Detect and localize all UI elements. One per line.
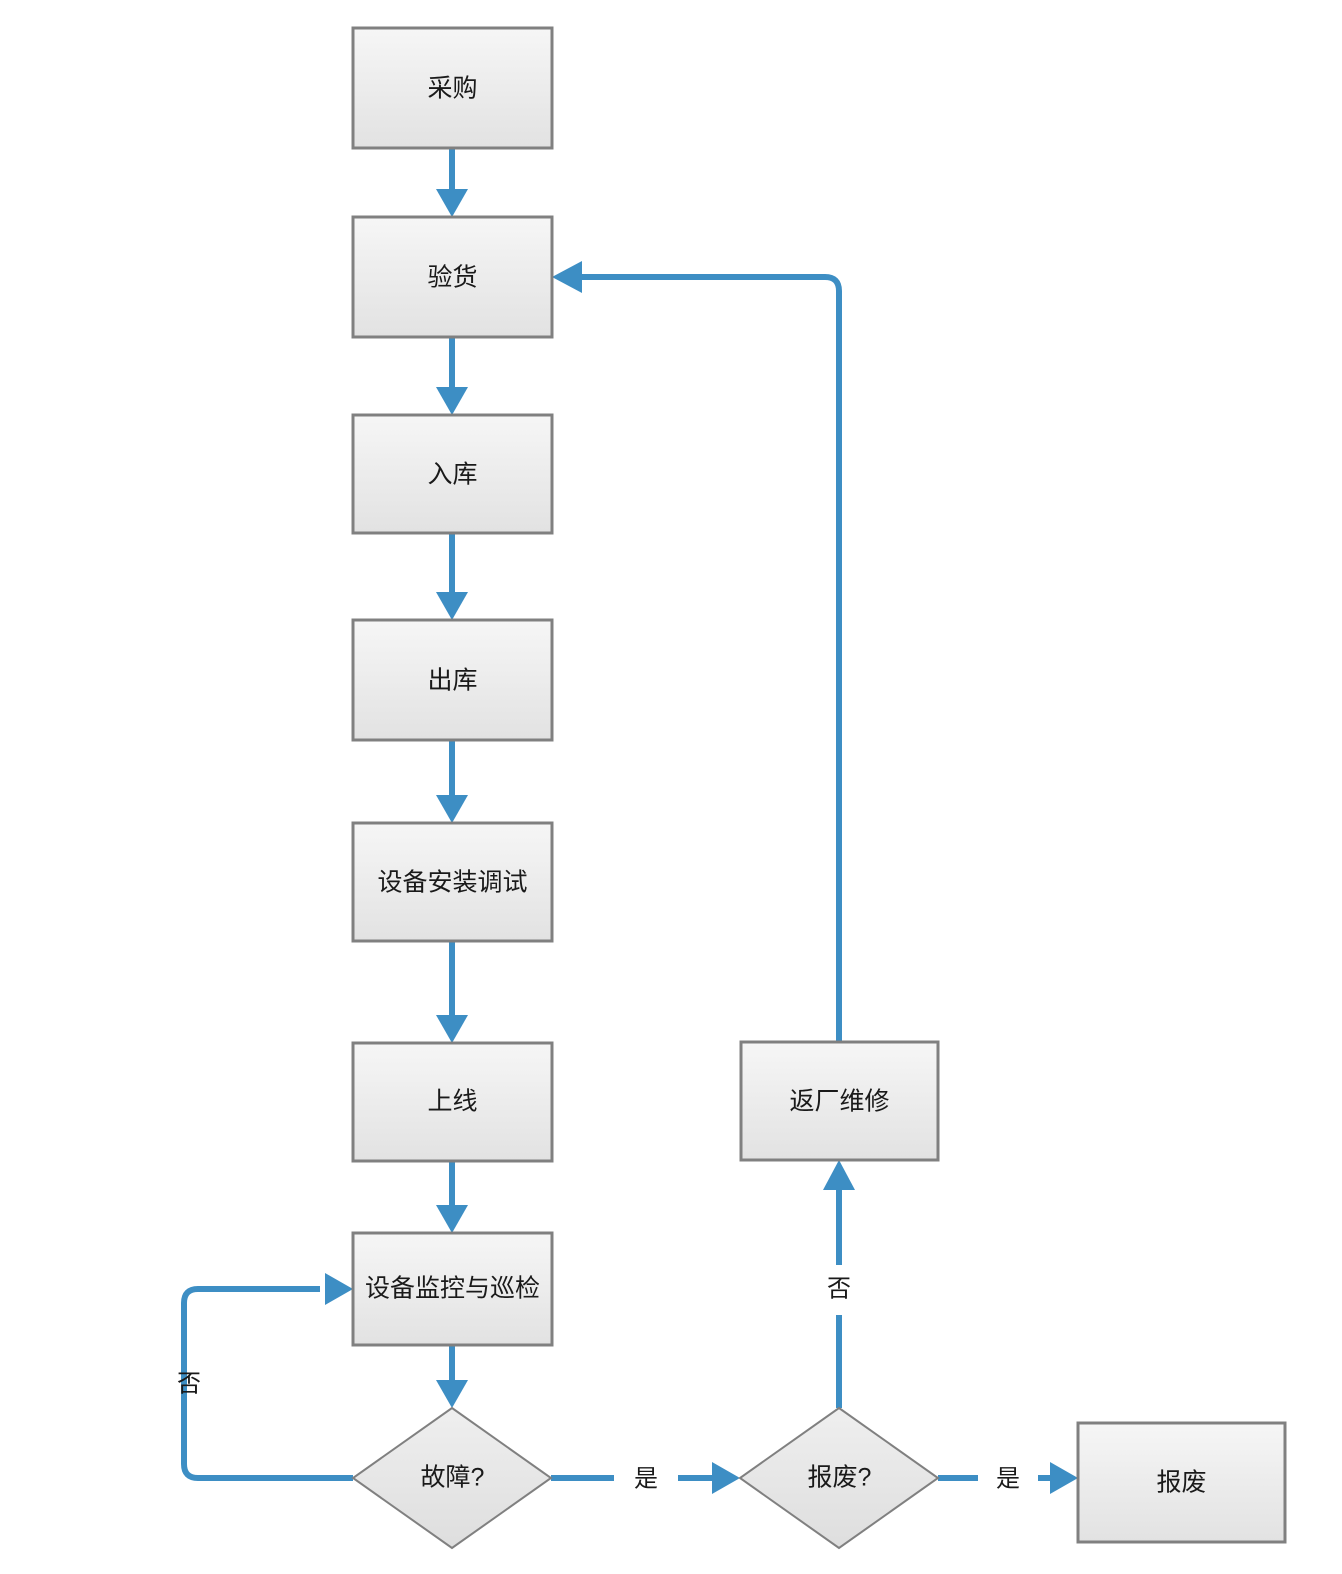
edge-fanchang-to-yanhuo xyxy=(552,261,842,1042)
node-jiankong[interactable]: 设备监控与巡检 xyxy=(351,1231,554,1347)
edge-guzhang-yes-to-baofeiq xyxy=(551,1462,740,1494)
node-anzhuang-label: 设备安装调试 xyxy=(377,869,527,897)
edge-label-baofeiq-no: 否 xyxy=(827,1275,851,1302)
edge-jiankong-to-guzhang xyxy=(436,1345,468,1408)
node-baofei-label: 报废 xyxy=(1156,1469,1206,1497)
node-caigou[interactable]: 采购 xyxy=(351,26,554,150)
node-baofei[interactable]: 报废 xyxy=(1076,1421,1287,1544)
edge-label-baofeiq-yes: 是 xyxy=(996,1465,1020,1492)
edge-shangxian-to-jiankong xyxy=(436,1160,468,1233)
node-ruku-label: 入库 xyxy=(427,461,477,489)
node-shangxian[interactable]: 上线 xyxy=(351,1041,554,1163)
edge-chuku-to-anzhuang xyxy=(436,740,468,823)
node-jiankong-label: 设备监控与巡检 xyxy=(365,1275,540,1303)
node-fanchang-label: 返厂维修 xyxy=(789,1088,889,1116)
node-guzhang-label: 故障? xyxy=(421,1464,485,1492)
node-fanchang[interactable]: 返厂维修 xyxy=(739,1040,940,1162)
node-chuku[interactable]: 出库 xyxy=(351,618,554,742)
node-chuku-label: 出库 xyxy=(427,667,477,695)
node-shangxian-label: 上线 xyxy=(427,1088,477,1116)
edge-ruku-to-chuku xyxy=(436,533,468,620)
node-baofei-question-label: 报废? xyxy=(808,1464,872,1492)
edge-yanhuo-to-ruku xyxy=(436,337,468,415)
edge-baofeiq-no-to-fanchang xyxy=(823,1160,855,1408)
edge-baofeiq-yes-to-baofei xyxy=(938,1462,1078,1494)
node-baofei-question[interactable]: 报废? xyxy=(738,1406,940,1550)
edge-guzhang-no-to-jiankong xyxy=(181,1273,353,1481)
node-caigou-label: 采购 xyxy=(427,75,477,103)
edge-label-guzhang-yes: 是 xyxy=(634,1465,658,1492)
edge-caigou-to-yanhuo xyxy=(436,148,468,217)
node-yanhuo-label: 验货 xyxy=(427,264,477,292)
node-guzhang[interactable]: 故障? xyxy=(351,1406,553,1550)
edge-anzhuang-to-shangxian xyxy=(436,941,468,1043)
node-anzhuang[interactable]: 设备安装调试 xyxy=(351,821,554,943)
node-ruku[interactable]: 入库 xyxy=(351,413,554,535)
edge-label-guzhang-no: 否 xyxy=(177,1370,201,1397)
node-yanhuo[interactable]: 验货 xyxy=(351,215,554,339)
